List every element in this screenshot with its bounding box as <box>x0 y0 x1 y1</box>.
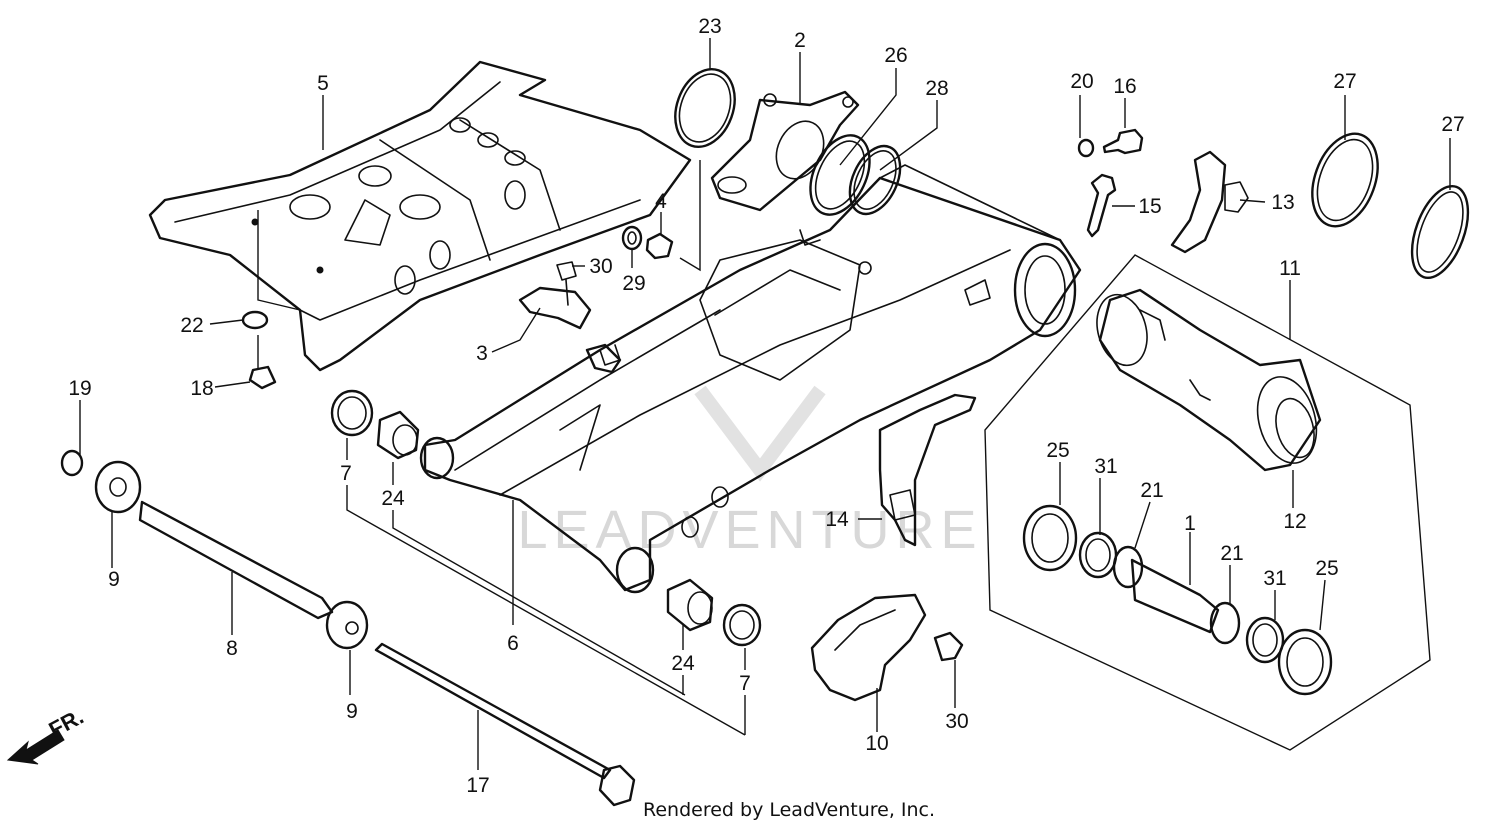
callout-labels: 5 23 2 26 28 4 30 29 3 22 18 19 9 8 9 17… <box>68 15 1464 797</box>
footer-credit: Rendered by LeadVenture, Inc. <box>643 799 935 821</box>
callout-12: 12 <box>1283 510 1306 533</box>
callout-18: 18 <box>190 377 213 400</box>
part-chain-slider <box>810 593 964 702</box>
callout-21-right: 21 <box>1220 542 1243 565</box>
callout-2: 2 <box>794 29 806 52</box>
callout-26: 26 <box>884 44 907 67</box>
callout-22: 22 <box>180 314 203 337</box>
callout-19: 19 <box>68 377 91 400</box>
part-skid-plate <box>148 60 692 372</box>
front-arrow-icon <box>6 729 65 765</box>
part-small-hardware <box>518 225 674 374</box>
callout-28: 28 <box>925 77 948 100</box>
callout-9-left: 9 <box>108 568 120 591</box>
callout-29: 29 <box>622 272 645 295</box>
callout-15: 15 <box>1138 195 1161 218</box>
callout-16: 16 <box>1113 75 1136 98</box>
callout-20: 20 <box>1070 70 1093 93</box>
part-bearings-lower <box>666 578 762 647</box>
front-direction-indicator: FR. <box>6 704 88 765</box>
callout-7-lower: 7 <box>739 672 751 695</box>
callout-27-left: 27 <box>1333 70 1356 93</box>
callout-7-upper: 7 <box>340 462 352 485</box>
callout-8: 8 <box>226 637 238 660</box>
part-swingarm <box>419 164 1082 594</box>
watermark-logo <box>694 385 826 482</box>
callout-24-lower: 24 <box>671 652 695 675</box>
callout-25-right: 25 <box>1315 557 1338 580</box>
watermark: LEADVENTURE <box>517 385 977 560</box>
part-eccentric-hub <box>1096 288 1322 472</box>
callout-4: 4 <box>655 190 667 213</box>
callout-5: 5 <box>317 72 329 95</box>
part-washer-bolt <box>241 310 277 390</box>
callout-1: 1 <box>1184 512 1196 535</box>
callout-13: 13 <box>1271 191 1294 214</box>
callout-31-right: 31 <box>1263 567 1286 590</box>
callout-30-lower: 30 <box>945 710 968 733</box>
callout-6: 6 <box>507 632 519 655</box>
part-upper-right-hardware <box>1077 128 1249 254</box>
callout-31-left: 31 <box>1094 455 1117 478</box>
callout-10: 10 <box>865 732 888 755</box>
callout-17: 17 <box>466 774 489 797</box>
callout-30-upper: 30 <box>589 255 612 278</box>
callout-9-lower: 9 <box>346 700 358 723</box>
part-chain-guide <box>878 393 977 547</box>
callout-14: 14 <box>825 508 849 531</box>
callout-25-left: 25 <box>1046 439 1069 462</box>
leader-lines <box>79 38 1451 770</box>
part-rings-upper <box>674 68 902 216</box>
callout-27-right: 27 <box>1441 113 1464 136</box>
callout-21-left: 21 <box>1140 479 1163 502</box>
part-pivot-hardware <box>60 449 636 807</box>
callout-24-upper: 24 <box>381 487 405 510</box>
callout-3: 3 <box>476 342 488 365</box>
group-boundary <box>984 254 1431 751</box>
callout-23: 23 <box>698 15 721 38</box>
part-bearings-upper <box>330 389 420 460</box>
callout-11: 11 <box>1279 257 1301 280</box>
part-o-rings <box>1311 132 1470 280</box>
part-bearing-set-right <box>1022 504 1333 696</box>
